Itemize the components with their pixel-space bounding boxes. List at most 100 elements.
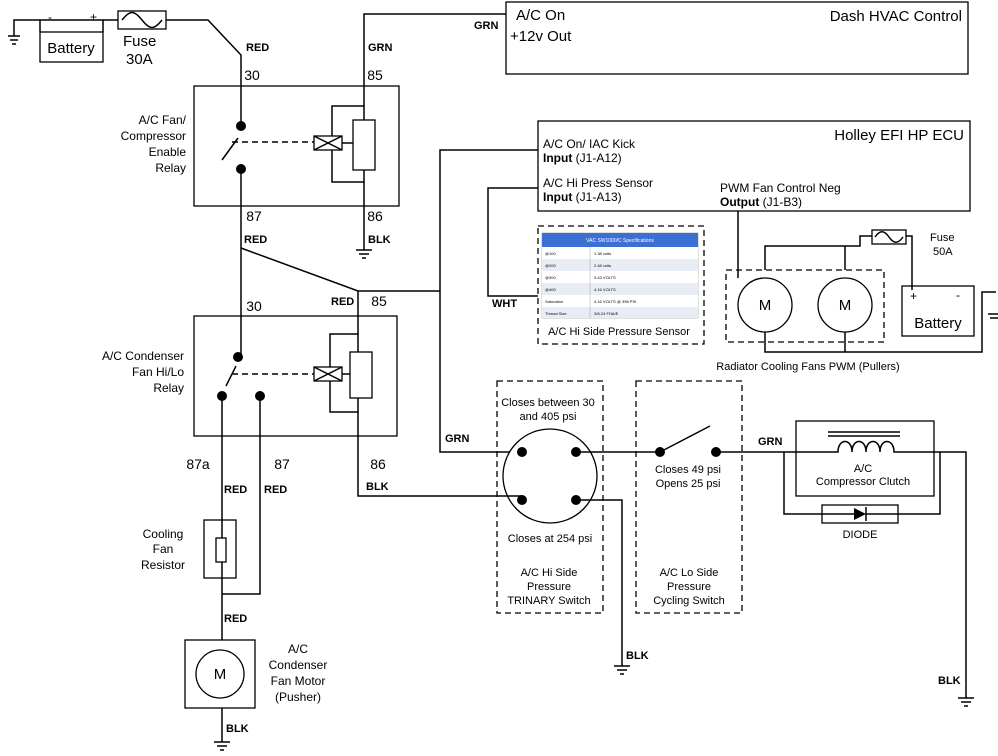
wire-label-grn-1: GRN (474, 20, 499, 32)
sensor-row-6-val: 3/8-24 FHA/E (594, 311, 619, 316)
relay-2-label-3: Relay (153, 381, 184, 395)
wire-label-red-4: RED (224, 484, 247, 496)
sensor-row-5-val: 4.16 VOLTS @ 398 PSI (594, 299, 636, 304)
clutch-label-1: A/C (854, 463, 872, 475)
relay-1-label-3: Enable (149, 145, 187, 159)
resistor-label-2: Fan (153, 542, 174, 556)
wire-label-grn-3: GRN (445, 433, 470, 445)
sensor-row-1-key: @100 (545, 251, 557, 256)
trinary-top-1: Closes between 30 (501, 397, 595, 409)
wire-label-wht: WHT (492, 298, 517, 310)
relay-2-pin-87a: 87a (186, 456, 210, 472)
trinary-top-2: and 405 psi (520, 411, 577, 423)
fuse-1-rating: 30A (126, 51, 153, 68)
wire-label-grn-4: GRN (758, 436, 783, 448)
lo-side-title-1: A/C Lo Side (660, 567, 719, 579)
relay-1-label-2: Compressor (121, 129, 186, 143)
relay-1-pin-85: 85 (367, 67, 383, 83)
battery-2-label: Battery (914, 315, 962, 332)
rad-fan-2-motor: M (839, 297, 852, 314)
cond-motor-label-4: (Pusher) (275, 690, 321, 704)
sensor-row-4-val: 4.16 VOLTS (594, 287, 616, 292)
relay-1-label-1: A/C Fan/ (139, 113, 187, 127)
rad-fans-label: Radiator Cooling Fans PWM (Pullers) (716, 361, 899, 373)
compressor-clutch: A/C Compressor Clutch (795, 420, 935, 497)
sensor-row-1-val: 1.38 volts (594, 251, 611, 256)
diode-label: DIODE (843, 529, 878, 541)
svg-text:Output (J1-B3): Output (J1-B3) (720, 195, 802, 209)
cond-fan-motor-letter: M (214, 666, 227, 683)
battery-2-plus: + (910, 289, 917, 303)
ecu-pwm-output: Output (720, 195, 759, 209)
wire-label-red-2: RED (244, 234, 267, 246)
relay-2-label-2: Fan Hi/Lo (132, 365, 184, 379)
trinary-switch: Closes between 30 and 405 psi Closes at … (496, 380, 604, 614)
svg-text:Input (J1-A13): Input (J1-A13) (543, 190, 622, 204)
sensor-row-5-key: Saturation (545, 299, 563, 304)
ecu-ac-on-pin: (J1-A12) (572, 151, 621, 165)
wire-label-red-5: RED (264, 484, 287, 496)
relay-2-pin-86: 86 (370, 456, 386, 472)
svg-text:Input (J1-A12): Input (J1-A12) (543, 151, 622, 165)
battery-2: Battery + - (901, 285, 975, 337)
relay-1-pin-86: 86 (367, 208, 383, 224)
cooling-fan-resistor: Cooling Fan Resistor (141, 519, 237, 579)
battery-1-label: Battery (47, 40, 95, 57)
battery-2-minus: - (956, 288, 960, 302)
fuse-30a: Fuse 30A (117, 10, 167, 68)
wire-label-red-6: RED (224, 613, 247, 625)
sensor-row-3-val: 3.43 VOLTS (594, 275, 616, 280)
battery-1-plus: + (90, 10, 97, 24)
wire-labels: RED GRN GRN RED BLK RED WHT GRN RED RED … (224, 20, 961, 735)
sensor-row-2-key: @200 (545, 263, 557, 268)
relay-2-pin-85: 85 (371, 293, 387, 309)
fuse-1-label: Fuse (123, 33, 156, 50)
sensor-table-title: VAC SW1000/C Specifications (586, 238, 654, 244)
wire-label-blk-4: BLK (626, 650, 649, 662)
hi-side-pressure-sensor: VAC SW1000/C Specifications @100 1.38 vo… (537, 225, 705, 345)
dash-line-1: A/C On (516, 7, 565, 24)
wire-label-grn-2: GRN (368, 42, 393, 54)
trinary-bottom: Closes at 254 psi (508, 533, 592, 545)
resistor-label-3: Resistor (141, 558, 185, 572)
sensor-row-6-key: Thread Size (545, 311, 567, 316)
resistor-label-1: Cooling (143, 527, 184, 541)
wire-label-blk-3: BLK (226, 723, 249, 735)
fuse-2-label: Fuse (930, 232, 954, 244)
ecu-hp-input: Input (543, 190, 572, 204)
wire-label-red-1: RED (246, 42, 269, 54)
relay-2-label-1: A/C Condenser (102, 349, 184, 363)
ecu-pwm-pin: (J1-B3) (759, 195, 802, 209)
clutch-label-2: Compressor Clutch (816, 476, 910, 488)
relay-1-label-4: Relay (155, 161, 186, 175)
rad-fan-1-motor: M (759, 297, 772, 314)
fuse-2-rating: 50A (933, 246, 953, 258)
holley-ecu: Holley EFI HP ECU A/C On/ IAC Kick Input… (537, 120, 971, 212)
sensor-row-3-key: @300 (545, 275, 557, 280)
sensor-table-header (542, 233, 698, 247)
ecu-hp-label: A/C Hi Press Sensor (543, 176, 653, 190)
fuse-50a: Fuse 50A (871, 229, 954, 258)
sensor-row-4-key: @400 (545, 287, 557, 292)
diode: DIODE (821, 504, 899, 541)
ecu-hp-pin: (J1-A13) (572, 190, 621, 204)
lo-side-cycling-switch: Closes 49 psi Opens 25 psi A/C Lo Side P… (635, 380, 743, 614)
ecu-pwm-label: PWM Fan Control Neg (720, 181, 841, 195)
trinary-title-1: A/C Hi Side (521, 567, 578, 579)
relay-2-pin-30: 30 (246, 298, 262, 314)
lo-side-state-2: Opens 25 psi (656, 478, 721, 490)
wires (8, 13, 998, 751)
cond-motor-label-3: Fan Motor (271, 674, 326, 688)
sensor-label: A/C Hi Side Pressure Sensor (548, 326, 690, 338)
battery-1-minus: - (48, 10, 52, 24)
condenser-fan-motor: M A/C Condenser Fan Motor (Pusher) (184, 639, 328, 709)
wire-label-red-3: RED (331, 296, 354, 308)
relay-1-pin-30: 30 (244, 67, 260, 83)
sensor-table-rows: @100 1.38 volts @200 2.48 volts @300 3.4… (542, 247, 698, 318)
cond-motor-label-2: Condenser (269, 658, 328, 672)
lo-side-title-2: Pressure (667, 581, 711, 593)
radiator-fans: M M Radiator Cooling Fans PWM (Pullers) (716, 269, 900, 373)
wire-label-blk-2: BLK (366, 481, 389, 493)
dash-line-2: +12v Out (510, 28, 572, 45)
